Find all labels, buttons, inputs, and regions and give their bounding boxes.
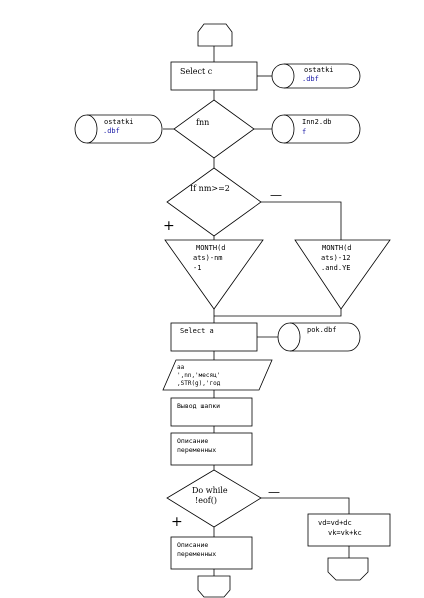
vd-line1: vd=vd+dc [318,519,352,527]
connector-top [197,23,233,47]
ostatki-top-line1: ostatki [304,66,334,74]
storage-inn2 [271,114,361,144]
pok-label: pok.dbf [307,326,337,334]
if-nm-label: If nm>=2 [190,184,230,193]
storage-ostatki-left [74,114,163,144]
decision-if-nm [166,167,262,237]
io-line2: ',nn,'месяц' [177,372,220,379]
opisanie-1-line2: переменных [177,446,216,454]
month-left-line3: -1 [193,264,201,272]
month-right-line2: ats)-12 [321,254,351,262]
vyvod-label: Вывод шапки [177,402,220,410]
minus-label-1: — [270,188,282,202]
month-right-line3: .and.YE [321,264,351,272]
ostatki-top-line2: .dbf [302,75,319,83]
opisanie-2-line1: Описание [177,541,208,549]
month-left-line1: MONTH(d [196,244,226,252]
inn2-line2: f [302,128,306,136]
connector-bottom-right [327,557,369,581]
month-left-line2: ats)-nm [193,254,223,262]
storage-ostatki-top [271,63,361,89]
inn2-line1: Inn2.db [302,118,332,126]
ostatki-left-line1: ostatki [104,118,134,126]
process-opisanie-1 [170,432,253,466]
ostatki-left-line2: .dbf [103,127,120,135]
io-output [162,359,273,391]
io-line1: аа [177,364,185,371]
do-while-line1: Do while [192,486,228,495]
opisanie-1-line1: Описание [177,437,208,445]
month-right-line1: MONTH(d [322,244,352,252]
io-line3: ,STR(g),'год [177,380,221,387]
process-vyvod [170,397,253,427]
fnn-label: fnn [196,118,209,127]
connector-bottom-left [197,575,231,598]
minus-label-2: — [268,485,280,499]
plus-label-1: + [163,218,175,234]
select-a-label: Select a [180,327,214,335]
process-month-left [164,239,264,310]
process-month-right [294,239,391,310]
process-opisanie-2 [170,536,253,570]
decision-fnn [173,99,255,159]
select-c-label: Select c [180,67,213,76]
do-while-line2: !eof() [195,496,217,505]
opisanie-2-line2: переменных [177,550,216,558]
process-vd [307,513,391,547]
vd-line2: vk=vk+kc [328,529,362,537]
plus-label-2: + [171,514,183,530]
